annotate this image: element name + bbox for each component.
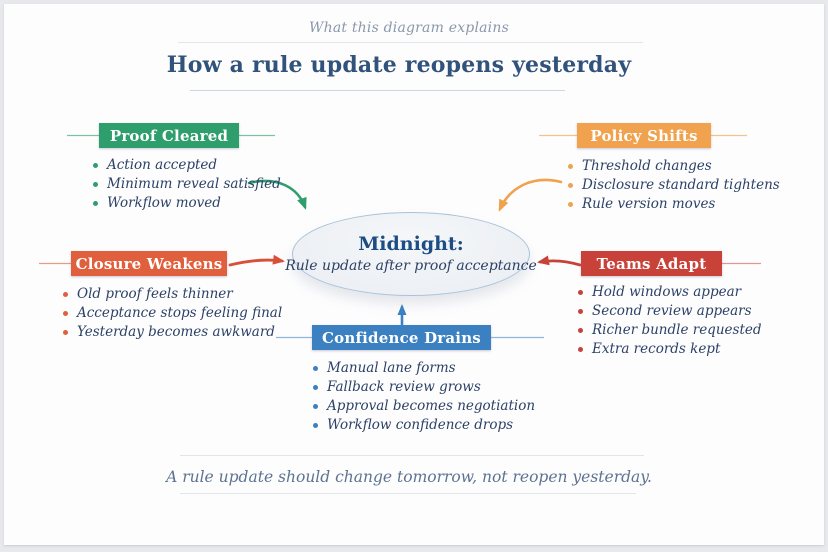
- bullet-dot-icon: [93, 201, 98, 206]
- bullet-dot-icon: [313, 385, 318, 390]
- header-divider: [178, 42, 643, 43]
- page-title: How a rule update reopens yesterday: [166, 52, 632, 78]
- bullet-dot-icon: [578, 290, 583, 295]
- closure-weakens-list: Old proof feels thinner Acceptance stops…: [62, 285, 282, 342]
- bullet-dot-icon: [578, 347, 583, 352]
- list-item-label: Minimum reveal satisfied: [107, 176, 281, 192]
- center-node-title: Midnight:: [358, 232, 464, 255]
- center-node: Midnight: Rule update after proof accept…: [285, 212, 537, 296]
- confidence-drains-label: Confidence Drains: [312, 325, 491, 350]
- list-item: Hold windows appear: [577, 283, 762, 302]
- list-item-label: Richer bundle requested: [592, 322, 762, 338]
- bullet-dot-icon: [313, 366, 318, 371]
- list-item-label: Acceptance stops feeling final: [77, 305, 283, 321]
- list-item-label: Hold windows appear: [592, 284, 742, 300]
- bullet-dot-icon: [568, 202, 573, 207]
- bullet-dot-icon: [63, 292, 68, 297]
- list-item-label: Threshold changes: [582, 158, 712, 174]
- bullet-dot-icon: [568, 164, 573, 169]
- list-item-label: Action accepted: [107, 157, 218, 173]
- proof-cleared-list: Action accepted Minimum reveal satisfied…: [92, 156, 281, 213]
- bullet-dot-icon: [313, 404, 318, 409]
- list-item: Approval becomes negotiation: [312, 397, 535, 416]
- list-item: Minimum reveal satisfied: [92, 175, 281, 194]
- footer-divider-top: [180, 455, 644, 456]
- bullet-dot-icon: [93, 163, 98, 168]
- diagram-stage: What this diagram explains How a rule up…: [4, 4, 824, 545]
- list-item: Richer bundle requested: [577, 321, 762, 340]
- teams-adapt-label: Teams Adapt: [581, 251, 722, 276]
- bullet-dot-icon: [568, 183, 573, 188]
- list-item-label: Yesterday becomes awkward: [77, 324, 275, 340]
- diagram-eyebrow: What this diagram explains: [309, 20, 509, 36]
- bullet-dot-icon: [313, 423, 318, 428]
- bullet-dot-icon: [93, 182, 98, 187]
- right-red-arrow: [537, 255, 582, 267]
- center-node-subtitle: Rule update after proof acceptance: [285, 258, 537, 275]
- diagram-card: What this diagram explains How a rule up…: [4, 4, 824, 545]
- list-item: Workflow moved: [92, 194, 281, 213]
- list-item: Yesterday becomes awkward: [62, 323, 282, 342]
- bullet-dot-icon: [578, 309, 583, 314]
- title-divider: [190, 90, 565, 91]
- list-item-label: Fallback review grows: [327, 379, 481, 395]
- list-item-label: Disclosure standard tightens: [582, 177, 780, 193]
- list-item: Manual lane forms: [312, 359, 535, 378]
- list-item: Fallback review grows: [312, 378, 535, 397]
- bullet-dot-icon: [63, 330, 68, 335]
- footer-caption: A rule update should change tomorrow, no…: [166, 468, 652, 486]
- list-item: Disclosure standard tightens: [567, 176, 780, 195]
- list-item-label: Second review appears: [592, 303, 752, 319]
- proof-cleared-label: Proof Cleared: [99, 123, 239, 148]
- list-item: Old proof feels thinner: [62, 285, 282, 304]
- list-item: Rule version moves: [567, 195, 780, 214]
- closure-weakens-label: Closure Weakens: [71, 251, 227, 276]
- list-item: Action accepted: [92, 156, 281, 175]
- confidence-drains-list: Manual lane forms Fallback review grows …: [312, 359, 535, 435]
- bullet-dot-icon: [63, 311, 68, 316]
- list-item-label: Rule version moves: [582, 196, 716, 212]
- teams-adapt-list: Hold windows appear Second review appear…: [577, 283, 762, 359]
- list-item-label: Workflow moved: [107, 195, 221, 211]
- left-red-arrow: [228, 254, 285, 267]
- policy-shifts-list: Threshold changes Disclosure standard ti…: [567, 157, 780, 214]
- list-item-label: Workflow confidence drops: [327, 417, 514, 433]
- footer-divider-bottom: [180, 493, 636, 494]
- list-item-label: Manual lane forms: [327, 360, 456, 376]
- list-item: Extra records kept: [577, 340, 762, 359]
- list-item-label: Extra records kept: [592, 341, 721, 357]
- orange-arrow: [498, 178, 563, 212]
- list-item: Workflow confidence drops: [312, 416, 535, 435]
- list-item-label: Old proof feels thinner: [77, 286, 233, 302]
- bullet-dot-icon: [578, 328, 583, 333]
- policy-shifts-label: Policy Shifts: [577, 123, 711, 148]
- list-item: Threshold changes: [567, 157, 780, 176]
- list-item-label: Approval becomes negotiation: [327, 398, 536, 414]
- list-item: Second review appears: [577, 302, 762, 321]
- list-item: Acceptance stops feeling final: [62, 304, 282, 323]
